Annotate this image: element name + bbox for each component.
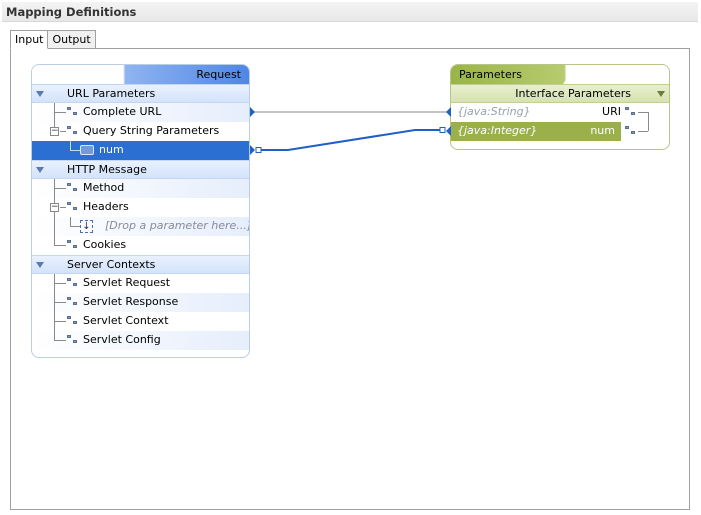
- tree-node-icon: [67, 316, 79, 326]
- group-label: Interface Parameters: [515, 87, 631, 100]
- group-http-message[interactable]: HTTP Message: [32, 160, 249, 179]
- param-name: URI: [602, 105, 621, 118]
- param-type: {java:Integer}: [457, 124, 538, 137]
- group-label: Server Contexts: [67, 258, 156, 271]
- tree-item-headers[interactable]: − Headers: [32, 198, 249, 217]
- tree-item-servlet-response[interactable]: Servlet Response: [32, 293, 249, 312]
- parameters-panel-title: Parameters: [459, 68, 522, 81]
- drop-arrow-icon: ↓: [80, 220, 93, 233]
- tree-item-label: Servlet Response: [83, 295, 179, 308]
- tree-item-complete-url[interactable]: Complete URL: [32, 103, 249, 122]
- group-label: HTTP Message: [67, 163, 147, 176]
- tree-node-icon: [67, 297, 79, 307]
- tree-node-icon: [67, 126, 79, 136]
- tree-item-label: Method: [83, 181, 125, 194]
- tree-item-cookies[interactable]: Cookies: [32, 236, 249, 255]
- tree-node-icon: [67, 202, 79, 212]
- tree-item-label: Servlet Context: [83, 314, 169, 327]
- tree-node-icon: [67, 107, 79, 117]
- tree-node-icon: [67, 183, 79, 193]
- param-name: num: [590, 124, 615, 137]
- connector-anchor-num-source[interactable]: [250, 145, 255, 155]
- tree-item-label: Complete URL: [83, 105, 162, 118]
- tree-item-label: Cookies: [83, 238, 127, 251]
- connector-handle-source[interactable]: [255, 147, 262, 153]
- tree-item-servlet-context[interactable]: Servlet Context: [32, 312, 249, 331]
- tree-item-method[interactable]: Method: [32, 179, 249, 198]
- connector-num-num[interactable]: [260, 129, 440, 151]
- tree-item-label: Servlet Config: [83, 333, 161, 346]
- tree-item-label: Query String Parameters: [83, 124, 220, 137]
- triangle-down-icon[interactable]: [36, 262, 44, 268]
- connector-anchor-uri[interactable]: [446, 107, 451, 117]
- tab-strip: Input Output: [10, 30, 96, 49]
- triangle-down-icon[interactable]: [36, 167, 44, 173]
- param-node-icon: [625, 107, 637, 117]
- connector-handle-target[interactable]: [439, 127, 446, 133]
- tree-node-icon: [67, 335, 79, 345]
- param-row-uri[interactable]: {java:String} URI: [451, 103, 669, 122]
- request-panel-title: Request: [196, 68, 241, 81]
- tree-item-query-string-parameters[interactable]: − Query String Parameters: [32, 122, 249, 141]
- tree-item-servlet-request[interactable]: Servlet Request: [32, 274, 249, 293]
- tree-item-num[interactable]: num: [32, 141, 249, 160]
- mapping-definitions-title: Mapping Definitions: [2, 2, 698, 22]
- group-interface-parameters[interactable]: Interface Parameters: [451, 84, 669, 103]
- connector-anchor-complete-url[interactable]: [250, 107, 255, 117]
- param-node-icon: [625, 126, 637, 136]
- group-server-contexts[interactable]: Server Contexts: [32, 255, 249, 274]
- parameters-panel: Parameters Interface Parameters {java:St…: [450, 64, 670, 150]
- collapse-icon[interactable]: −: [50, 202, 59, 212]
- tree-item-label: Headers: [83, 200, 129, 213]
- triangle-down-icon[interactable]: [36, 91, 44, 97]
- connector-anchor-num-target[interactable]: [446, 126, 451, 136]
- group-label: URL Parameters: [67, 87, 156, 100]
- request-panel: Request URL Parameters Complete URL − Qu…: [31, 64, 250, 358]
- tree-item-label: num: [99, 143, 124, 156]
- param-row-num[interactable]: {java:Integer} num: [451, 122, 621, 141]
- triangle-down-icon[interactable]: [657, 91, 665, 97]
- tree-item-label: Servlet Request: [83, 276, 171, 289]
- request-panel-header: Request: [32, 65, 249, 84]
- parameters-panel-header: Parameters: [451, 65, 669, 84]
- tree-item-servlet-config[interactable]: Servlet Config: [32, 331, 249, 350]
- field-icon: [80, 145, 94, 155]
- collapse-icon[interactable]: −: [50, 126, 59, 136]
- drop-parameter-target[interactable]: ↓ [Drop a parameter here...]: [32, 217, 249, 236]
- tree-node-icon: [67, 278, 79, 288]
- param-type: {java:String}: [457, 105, 531, 118]
- drop-placeholder-text: [Drop a parameter here...]: [105, 219, 250, 232]
- tab-input[interactable]: Input: [10, 30, 49, 49]
- tree-node-icon: [67, 240, 79, 250]
- group-url-parameters[interactable]: URL Parameters: [32, 84, 249, 103]
